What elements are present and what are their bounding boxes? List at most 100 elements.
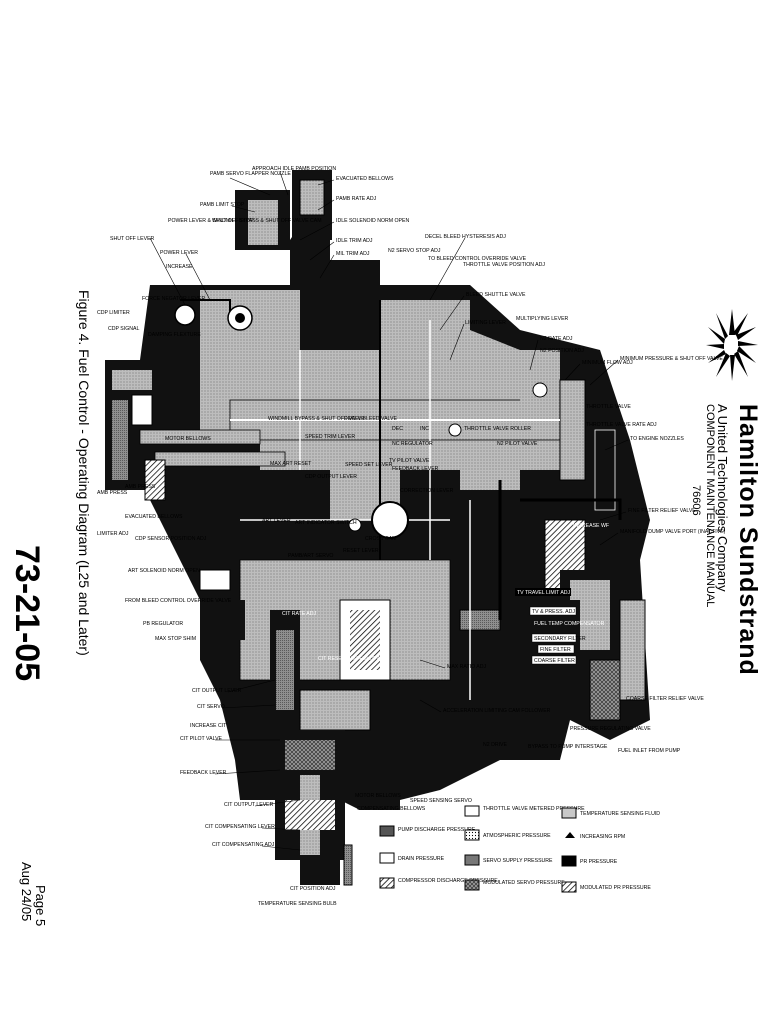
label-limiting-lever: LIMITING LEVER [465,320,506,326]
label-decel-bleed-hysteresis: DECEL BLEED HYSTERESIS ADJ [425,234,506,240]
label-pressure-regulating: PRESSURE REGULATING VALVE [570,726,651,732]
label-amb-press-1: AMB PRESS [97,490,128,496]
label-n2-drive: N2 DRIVE [483,742,507,748]
label-fine-filter-relief: FINE FILTER RELIEF VALVE [628,508,696,514]
label-compensating-bellows: COMPENSATING BELLOWS [357,806,426,812]
label-to-bleed-control: TO BLEED CONTROL OVERRIDE VALVE [428,256,527,262]
label-inc: INC [420,426,429,432]
label-pamb-rate-adj: PAMB RATE ADJ [336,196,377,202]
legend-label-tv-metered: THROTTLE VALVE METERED PRESSURE [483,806,585,812]
label-speed-set-lever: SPEED SET LEVER [345,462,393,468]
legend-swatch-pr [561,855,577,867]
exterior-labels: PAMB SERVO FLAPPER NOZZLE APPROACH IDLE … [97,166,726,907]
label-n2-position-adj: N2 POSITION ADJ [540,348,584,354]
label-minimum-flow-adj: MINIMUM FLOW ADJ [582,360,633,366]
label-cit-output-lever-2: CIT OUTPUT LEVER [224,802,274,808]
label-from-bleed-control: FROM BLEED CONTROL OVERRIDE VALVE [125,598,232,604]
label-windmill-cam: WINDMILL BYPASS & SHUT OFF VALVE CAM [212,218,322,224]
label-to-engine-nozzles: TO ENGINE NOZZLES [630,436,684,442]
label-feedback-lever: FEEDBACK LEVER [392,466,439,472]
legend-swatch-pump-discharge [379,825,395,837]
label-cit-output-lever-1: CIT OUTPUT LEVER [192,688,242,694]
legend-swatch-temp-fluid [561,807,577,819]
label-idle-trim-adj: IDLE TRIM ADJ [336,238,373,244]
legend-swatch-drain [379,852,395,864]
label-damping-flexture: DAMPING FLEXTURE [148,332,201,338]
label-cit-servo: CIT SERVO [197,704,225,710]
increasing-rpm-icon [565,832,575,838]
label-cdp-output-lever: CDP OUTPUT LEVER [305,474,357,480]
label-temperature-sensing-bulb: TEMPERATURE SENSING BULB [258,901,337,907]
legend-swatch-compressor-discharge [379,877,395,889]
label-throttle-valve: THROTTLE VALVE [586,404,631,410]
label-shut-off-lever: SHUT OFF LEVER [110,236,155,242]
legend-label-servo-supply: SERVO SUPPLY PRESSURE [483,858,553,864]
label-pb-regulator: PB REGULATOR [143,621,183,627]
label-tv-travel-limit: TV TRAVEL LIMIT ADJ [517,590,571,596]
internal-labels: TV TRAVEL LIMIT ADJ TV & PRESS. ADJ FUEL… [262,416,605,665]
label-motor-bellows: MOTOR BELLOWS [165,436,211,442]
legend-label-pump-discharge: PUMP DISCHARGE PRESSURE [398,827,476,833]
label-limiter-adj: LIMITER ADJ [97,531,129,537]
label-max-stop-shim: MAX STOP SHIM [155,636,196,642]
label-cdp-signal: CDP SIGNAL [108,326,139,332]
label-speed-sensing-servo: SPEED SENSING SERVO [410,798,472,804]
label-tv-rate-adj: THROTTLE VALVE RATE ADJ [586,422,657,428]
label-increase-wf: INCREASE WF [573,523,609,529]
label-fuel-temp-compensator: FUEL TEMP COMPENSATOR [534,621,605,627]
legend-swatch-servo-supply [464,854,480,866]
label-reset-lever: RESET LEVER [343,548,379,554]
label-fine-filter: FINE FILTER [540,647,571,653]
label-cit-compensating-adj: CIT COMPENSATING ADJ [212,842,275,848]
legend-label-temp-fluid: TEMPERATURE SENSING FLUID [580,811,660,817]
legend-label-drain: DRAIN PRESSURE [398,856,445,862]
label-cross-cam: CROSS CAM [365,536,396,542]
label-fuel-inlet: FUEL INLET FROM PUMP [618,748,681,754]
label-amb-press-2: AMB PRESS [125,484,156,490]
legend: THROTTLE VALVE METERED PRESSURE TEMPERAT… [379,805,660,893]
label-dec: DEC [392,426,403,432]
legend-label-pr: PR PRESSURE [580,859,618,865]
legend-swatch-modulated-pr [561,881,577,893]
label-n2-pilot-valve: N2 PILOT VALVE [497,441,538,447]
label-bypass-to-pump: BYPASS TO PUMP INTERSTAGE [528,744,608,750]
legend-label-atmospheric: ATMOSPHERIC PRESSURE [483,833,551,839]
label-cit-reset-cam-follower: CIT RESET CAM FOLLOWER [318,656,389,662]
label-approach-idle: APPROACH IDLE PAMB POSITION [252,166,336,172]
housing-outline [105,170,650,886]
label-force-negator: FORCE NEGATOR LEVER [142,296,205,302]
legend-swatch-atmospheric [464,829,480,841]
label-decel-bleed-valve: DECEL BLEED VALVE [344,416,397,422]
label-motor-bellows-bottom: MOTOR BELLOWS [355,793,401,799]
label-n2-servo-stop: N2 SERVO STOP ADJ [388,248,441,254]
label-manifold-dump: MANIFOLD DUMP VALVE PORT (INACTIVE) [620,529,726,535]
label-throttle-valve-roller: THROTTLE VALVE ROLLER [464,426,531,432]
company-logo [706,309,758,381]
label-bleed-shuttle: BLEED SHUTTLE VALVE [466,292,526,298]
label-multiplying-lever: MULTIPLYING LEVER [516,316,569,322]
label-tv-pilot-valve: TV PILOT VALVE [389,458,430,464]
label-speed-trim-lever: SPEED TRIM LEVER [305,434,355,440]
label-idle-solenoid: IDLE SOLENOID NORM OPEN [336,218,409,224]
label-mil-trim-adj: MIL TRIM ADJ [336,251,370,257]
label-windmill-bypass-valve: WINDMILL BYPASS & SHUT OFF VALVE [268,416,365,422]
legend-label-modulated-pr: MODULATED PR PRESSURE [580,885,651,891]
label-min-pressure-valve: MINIMUM PRESSURE & SHUT OFF VALVE [620,356,723,362]
label-tv-press-adj: TV & PRESS. ADJ [532,609,575,615]
label-throttle-valve-position: THROTTLE VALVE POSITION ADJ [463,262,545,268]
label-coarse-filter-relief: COARSE FILTER RELIEF VALVE [626,696,704,702]
label-max-art-reset: MAX ART RESET [270,461,312,467]
label-cdp-sensor-position: CDP SENSOR POSITION ADJ [135,536,207,542]
label-pamb-servo-flapper: PAMB SERVO FLAPPER NOZZLE [210,171,291,177]
label-increase: INCREASE [166,264,193,270]
label-accel-limiting-cam: ACCELERATION LIMITING CAM FOLLOWER [443,708,551,714]
label-max-ratio-adj: MAX RATIO ADJ [447,664,487,670]
label-cit-compensating-lever: CIT COMPENSATING LEVER [205,824,275,830]
label-feedback-lever-left: FEEDBACK LEVER [180,770,227,776]
label-power-lever-shutoff-stop: POWER LEVER & SHUT OFF STOP [168,218,254,224]
legend-label-increasing-rpm: INCREASING RPM [580,834,625,840]
label-pamb-art-servo: PAMB/ART SERVO [288,553,333,559]
label-coarse-filter: COARSE FILTER [534,658,575,664]
label-nc-regulator: NC REGULATOR [392,441,433,447]
